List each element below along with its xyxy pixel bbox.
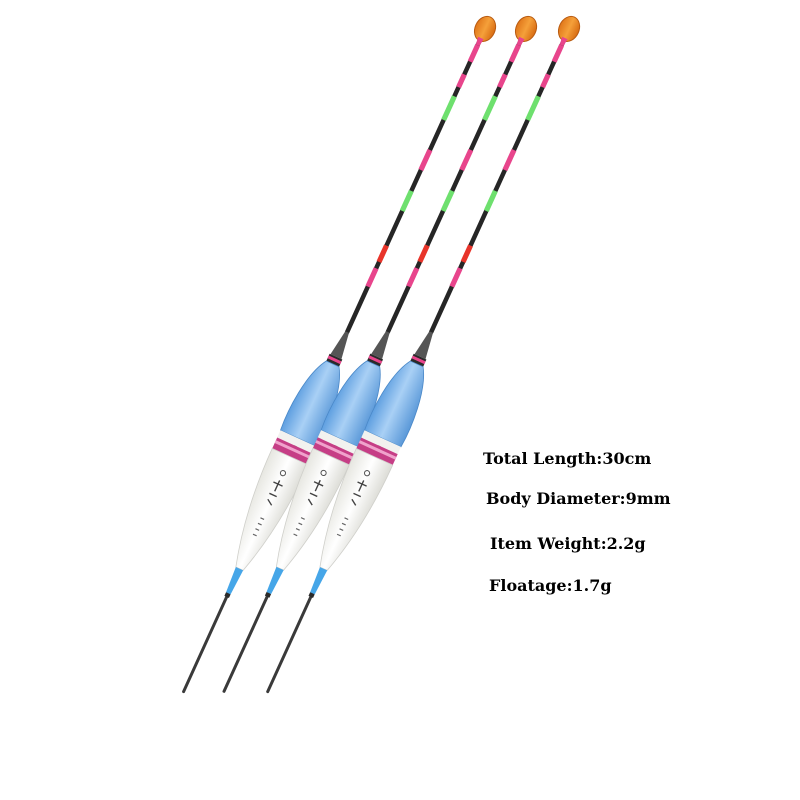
fishing-float-1 xyxy=(165,9,509,701)
fishing-float-2 xyxy=(205,9,550,700)
spec-body-diameter: Body Diameter:9mm xyxy=(486,489,671,508)
fishing-float-3 xyxy=(249,9,593,701)
spec-total-length: Total Length:30cm xyxy=(483,449,652,468)
spec-floatage: Floatage:1.7g xyxy=(489,576,612,595)
spec-item-weight: Item Weight:2.2g xyxy=(490,534,646,553)
